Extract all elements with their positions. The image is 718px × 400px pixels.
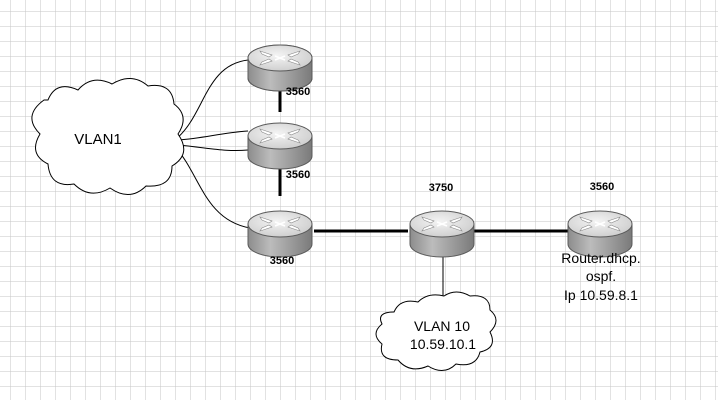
router-5 bbox=[567, 210, 633, 258]
router-note-line1: Router.dhcp. bbox=[561, 250, 640, 266]
link-vlan1-router-1 bbox=[175, 59, 249, 140]
link-vlan1-router-2 bbox=[177, 130, 249, 141]
link-vlan1-router-2b bbox=[177, 144, 249, 152]
router-icon bbox=[259, 216, 301, 232]
cloud-vlan10 bbox=[375, 291, 497, 371]
cloud-label-vlan10-line2: 10.59.10.1 bbox=[410, 336, 476, 352]
cloud-label-vlan10-line1: VLAN 10 bbox=[414, 318, 470, 334]
device-label-router-4: 3560 bbox=[270, 255, 294, 267]
router-icon bbox=[259, 50, 301, 66]
device-label-router-5: 3750 bbox=[429, 182, 453, 194]
device-label-router-3: 3560 bbox=[286, 169, 310, 181]
router-icon bbox=[421, 216, 463, 232]
router-2 bbox=[247, 122, 313, 170]
device-label-router-2: 3560 bbox=[286, 86, 310, 98]
router-icon bbox=[259, 128, 301, 144]
router-note-line2: ospf. bbox=[586, 268, 616, 284]
router-note-line3: Ip 10.59.8.1 bbox=[564, 287, 638, 303]
router-6 bbox=[247, 44, 313, 92]
cloud-vlan1 bbox=[31, 78, 185, 195]
link-vlan1-router-3 bbox=[175, 147, 251, 229]
router-icon bbox=[579, 216, 621, 232]
router-4 bbox=[409, 210, 475, 258]
device-label-router-6: 3560 bbox=[590, 181, 614, 193]
routers bbox=[247, 44, 633, 258]
router-3 bbox=[247, 210, 313, 258]
cloud-label-vlan1: VLAN1 bbox=[74, 131, 122, 148]
